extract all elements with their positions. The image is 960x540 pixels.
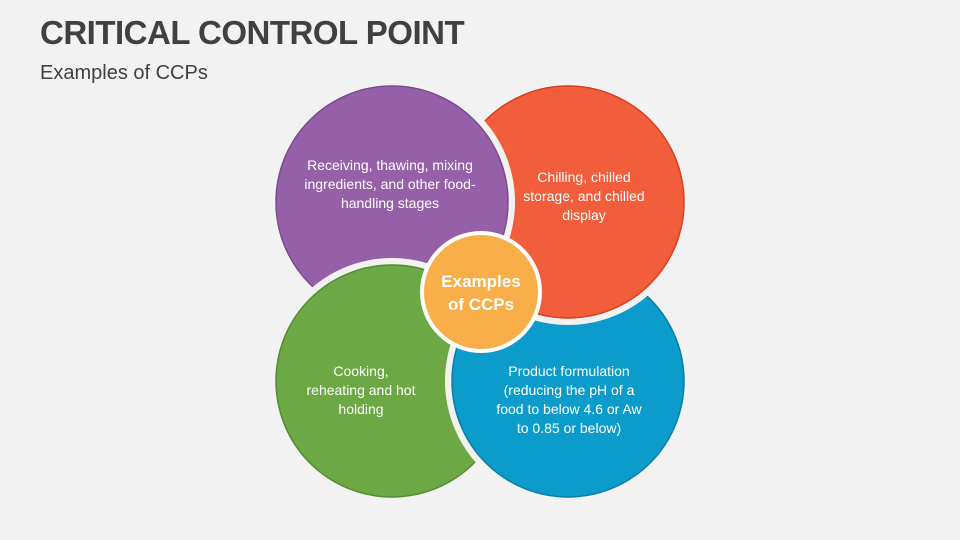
petal-text-chilling: Chilling, chilled storage, and chilled d… [523, 169, 645, 223]
page-subtitle: Examples of CCPs [40, 62, 208, 84]
page-title: CRITICAL CONTROL POINT [40, 14, 465, 51]
petal-text-formulation: Product formulation (reducing the pH of … [496, 363, 642, 436]
center-circle [420, 231, 542, 353]
petal-text-receiving: Receiving, thawing, mixing ingredients, … [304, 157, 476, 211]
petal-text-cooking: Cooking, reheating and hot holding [306, 363, 416, 417]
center-label: Examples of CCPs [441, 272, 521, 314]
